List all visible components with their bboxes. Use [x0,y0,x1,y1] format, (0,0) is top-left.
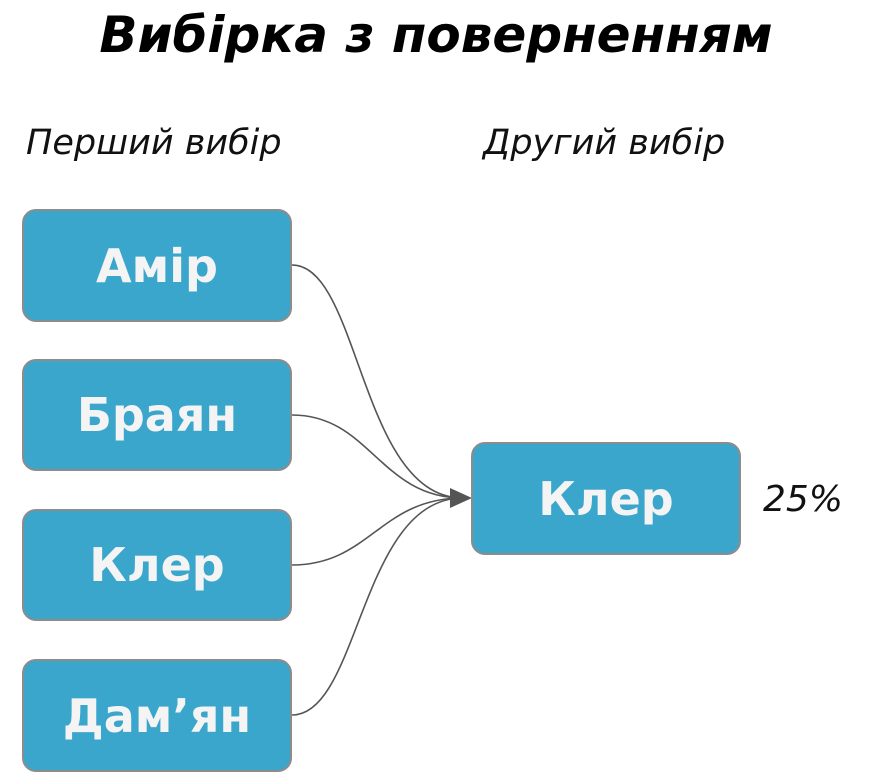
choice-box-amir: Амір [22,209,292,322]
choice-box-brian: Браян [22,359,292,471]
second-choice-box: Клер [471,442,741,555]
connector-brian [291,414,464,499]
first-choice-header: Перший вибір [26,123,282,163]
arrowhead [450,488,472,508]
choice-box-damian: Дам’ян [22,659,292,772]
diagram-title: Вибірка з поверненням [99,6,773,64]
connector-claire [291,497,464,566]
choice-box-claire: Клер [22,509,292,621]
probability-label: 25% [763,479,844,520]
connector-amir [291,264,464,499]
second-choice-header: Другий вибір [483,123,726,163]
connector-damian [291,497,464,716]
